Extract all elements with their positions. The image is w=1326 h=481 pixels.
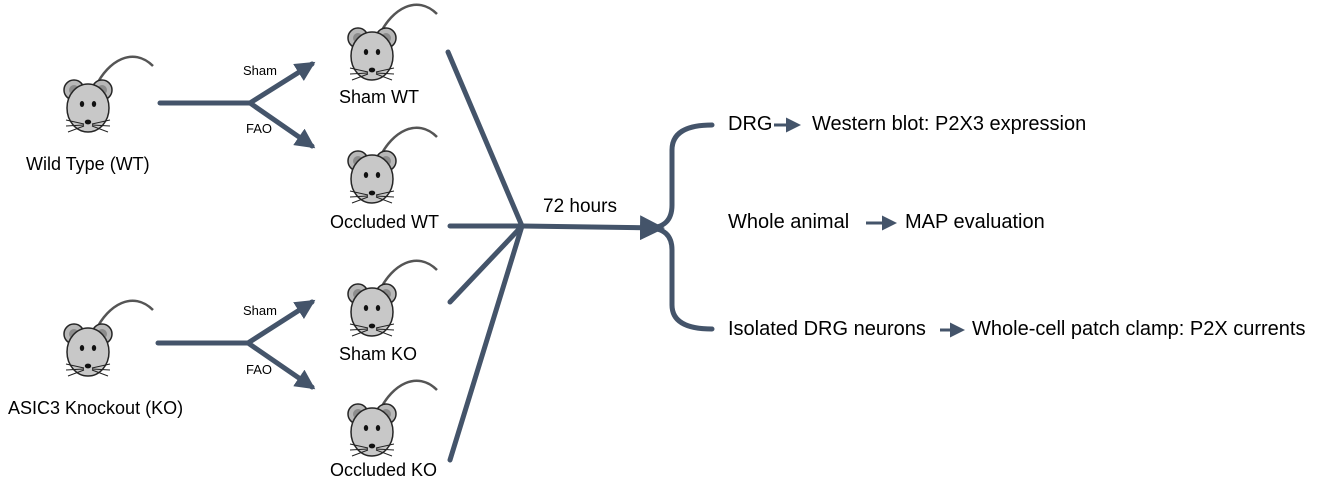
ko-sham-branch-label: Sham: [243, 303, 277, 318]
ko-fao-branch-label: FAO: [246, 362, 273, 377]
outcome-arrows: [774, 117, 965, 338]
ko-split-arrows: [155, 299, 316, 390]
outcome-assay-2: MAP evaluation: [905, 211, 1045, 233]
convergence-lines: [445, 49, 665, 463]
timeline-label: 72 hours: [543, 196, 617, 217]
occluded-wt-label: Occluded WT: [330, 212, 440, 232]
outcome-sample-3: Isolated DRG neurons: [728, 318, 926, 340]
mouse-icon-knockout: [62, 299, 155, 378]
wt-split-arrows: [157, 61, 316, 149]
outcome-brace: [645, 122, 715, 332]
knockout-label: ASIC3 Knockout (KO): [8, 398, 184, 418]
occluded-ko-label: Occluded KO: [330, 460, 438, 480]
mouse-icon-occluded-wt: [346, 126, 439, 205]
mouse-icon-sham-wt: [346, 3, 439, 82]
sham-ko-label: Sham KO: [339, 344, 418, 364]
outcome-assay-3: Whole-cell patch clamp: P2X currents: [972, 318, 1306, 340]
wt-sham-branch-label: Sham: [243, 63, 277, 78]
outcome-sample-2: Whole animal: [728, 211, 850, 233]
mouse-icon-wild-type: [62, 55, 155, 134]
outcome-assay-1: Western blot: P2X3 expression: [812, 113, 1087, 135]
sham-wt-label: Sham WT: [339, 87, 420, 107]
wt-fao-branch-label: FAO: [246, 121, 273, 136]
wild-type-label: Wild Type (WT): [26, 154, 150, 174]
mouse-icon-occluded-ko: [346, 379, 439, 458]
mouse-icon-sham-ko: [346, 259, 439, 338]
outcome-sample-1: DRG: [728, 113, 773, 135]
